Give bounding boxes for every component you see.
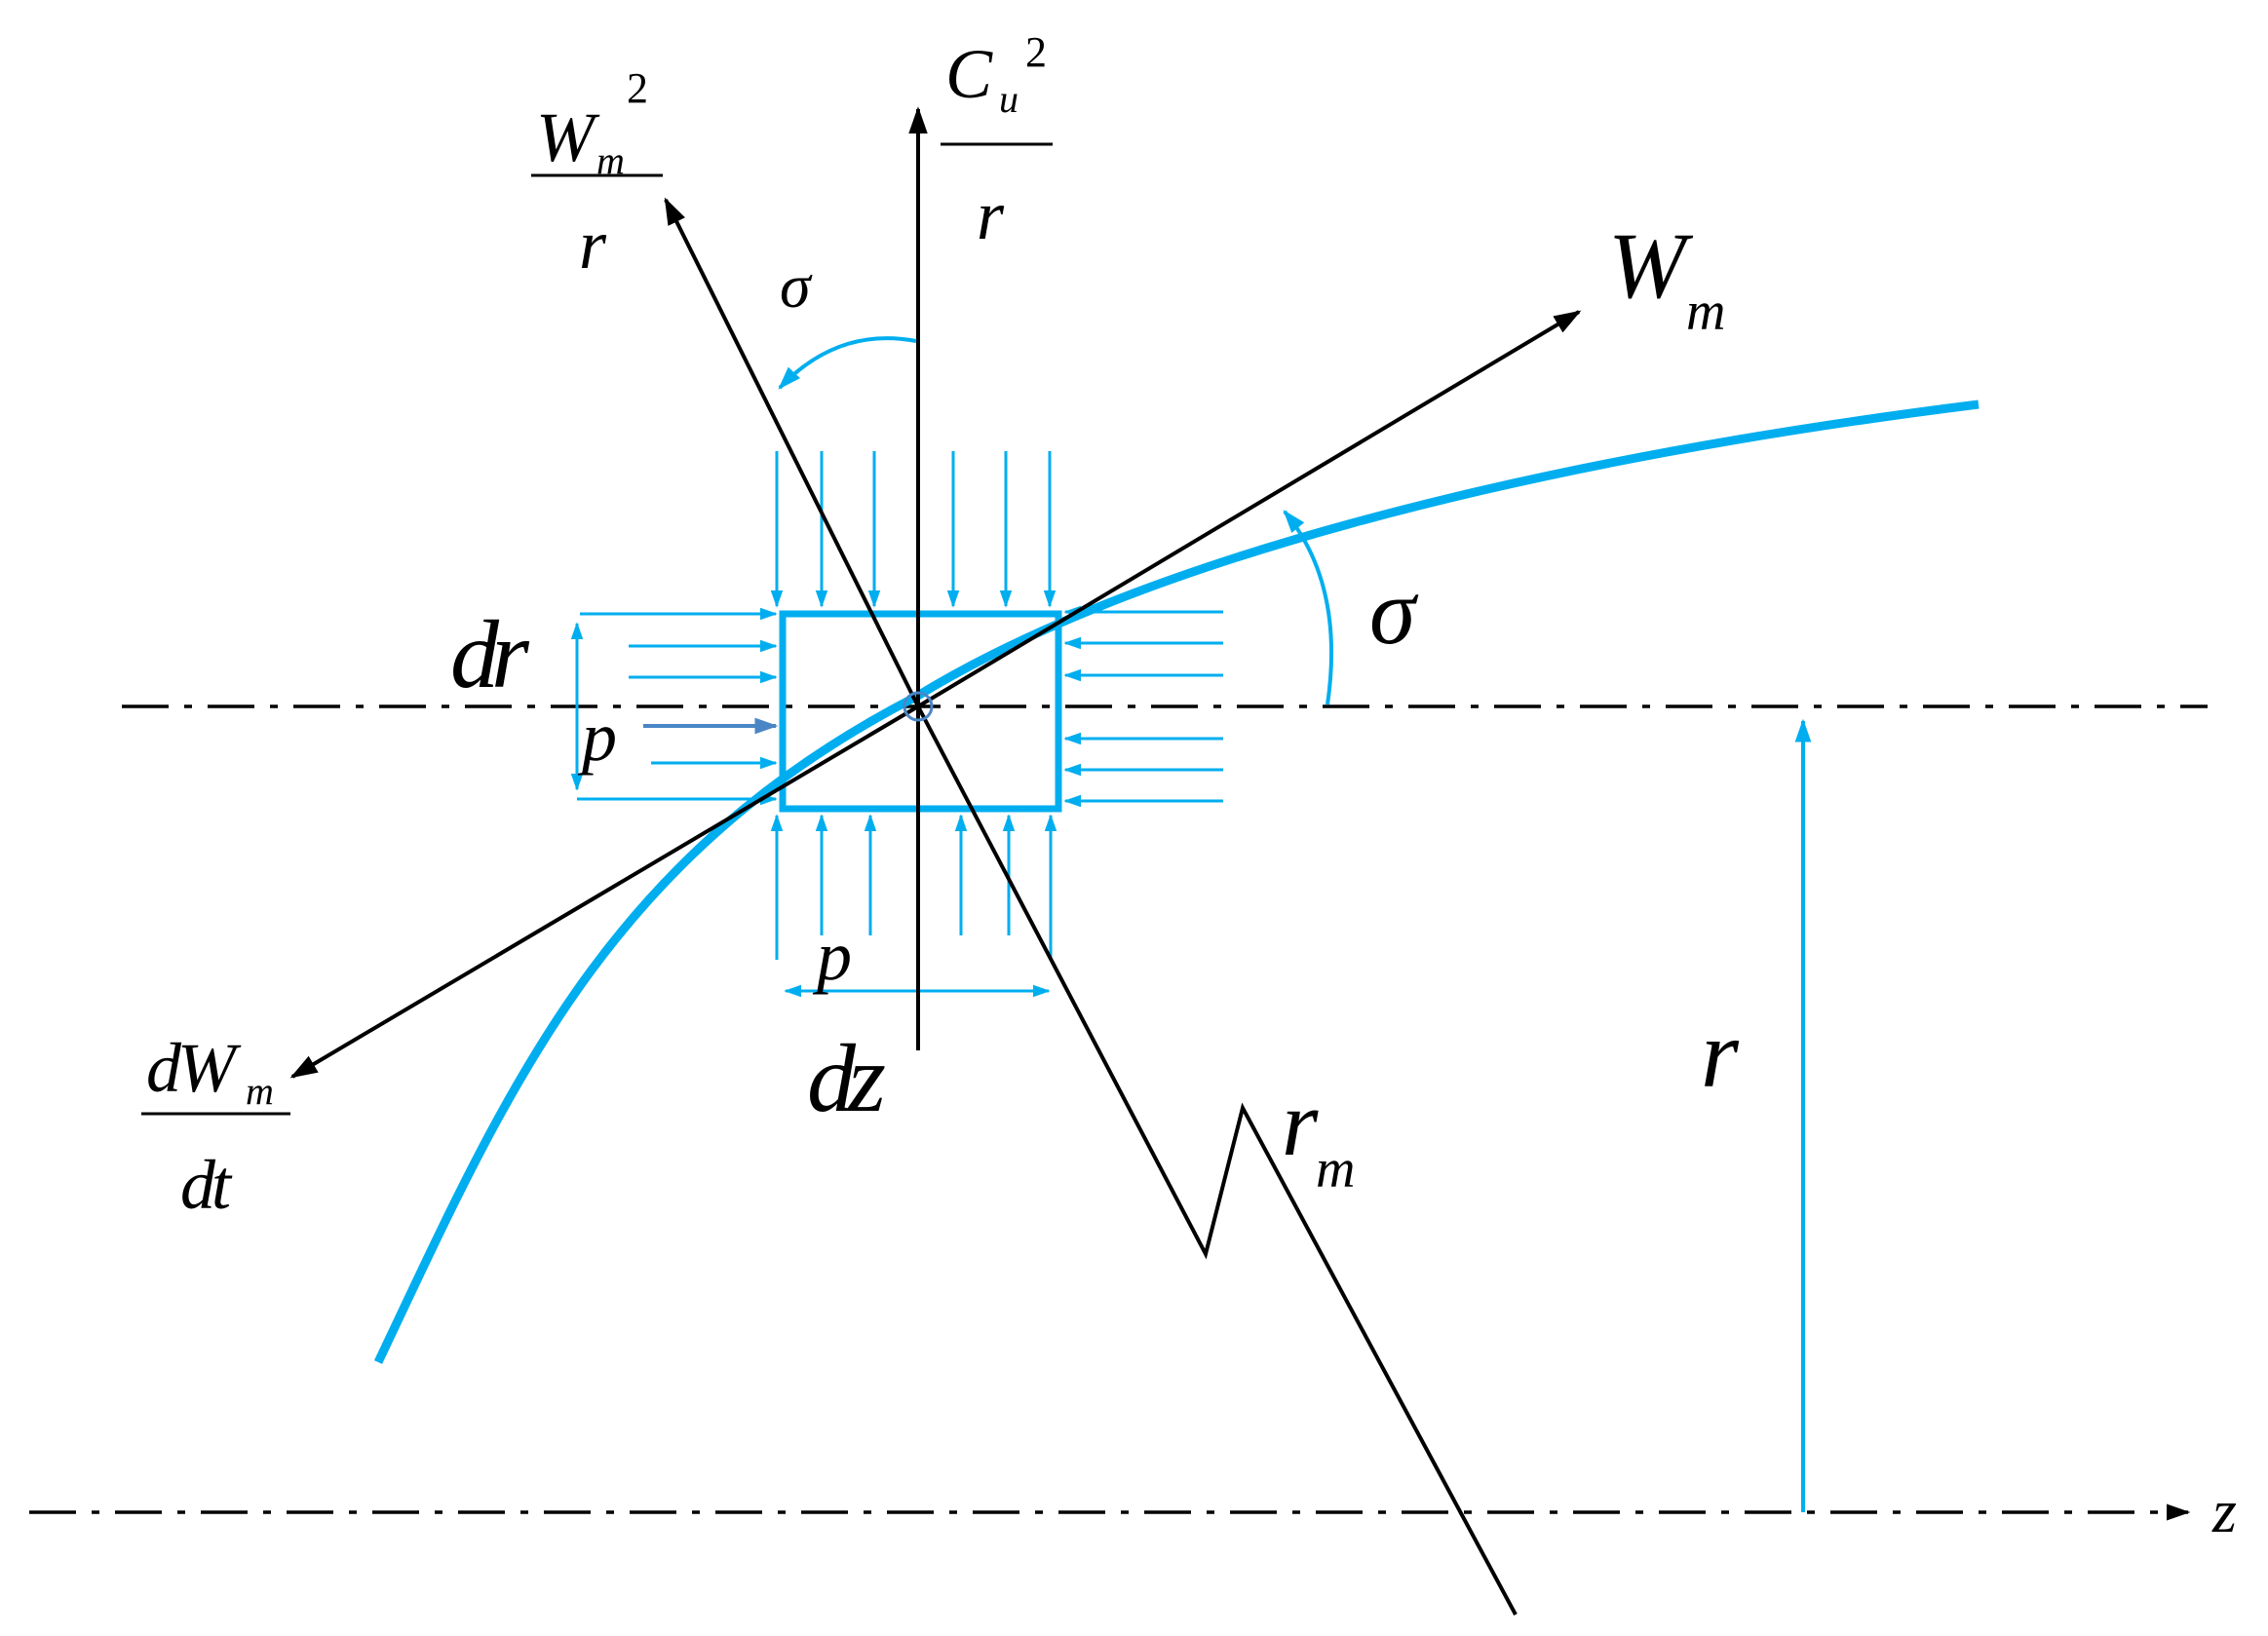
dwm-num-sub: m bbox=[246, 1069, 274, 1113]
label-cu2-over-r: C u 2 r bbox=[941, 28, 1053, 254]
cu2-den: r bbox=[977, 176, 1005, 254]
cu2-num-main: C bbox=[945, 35, 993, 113]
curvature-radius-rm bbox=[916, 705, 1518, 1616]
label-sigma-top: σ bbox=[780, 251, 813, 321]
label-z: z bbox=[2211, 1476, 2237, 1545]
dwm-over-dt-axis bbox=[289, 704, 920, 1079]
right-pressure-arrows bbox=[1063, 605, 1223, 808]
label-dz: dz bbox=[807, 1024, 885, 1132]
label-sigma-right: σ bbox=[1369, 559, 1419, 664]
cu2-num-sup: 2 bbox=[1025, 28, 1047, 76]
label-dwm-over-dt: dW m dt bbox=[141, 1029, 290, 1224]
label-p-bottom: p bbox=[812, 917, 852, 995]
label-wm2-over-r: W m 2 r bbox=[531, 64, 663, 284]
wm-sub: m bbox=[1686, 282, 1725, 342]
dwm-den: dt bbox=[180, 1146, 233, 1224]
label-rm: r m bbox=[1282, 1071, 1355, 1199]
fluid-element bbox=[779, 610, 1062, 813]
bottom-pressure-arrows bbox=[770, 814, 1057, 960]
wm2-over-r-axis bbox=[664, 197, 920, 707]
streamline-curve bbox=[373, 399, 1980, 1364]
center-point-marker bbox=[903, 691, 934, 722]
left-pressure-arrows bbox=[577, 607, 778, 806]
label-p-left: p bbox=[577, 698, 617, 776]
rm-main: r bbox=[1282, 1071, 1319, 1175]
label-dr: dr bbox=[450, 600, 530, 708]
cu2-num-sub: u bbox=[999, 77, 1019, 121]
sigma-arc-top bbox=[778, 336, 917, 390]
wm2-num-sup: 2 bbox=[627, 64, 648, 112]
wm2-den: r bbox=[579, 206, 607, 284]
wm-axis bbox=[916, 310, 1582, 708]
top-pressure-arrows bbox=[770, 451, 1057, 608]
label-wm: W m bbox=[1608, 213, 1725, 342]
sigma-arc-right bbox=[1283, 510, 1333, 705]
label-r: r bbox=[1701, 1000, 1740, 1108]
wm-main: W bbox=[1608, 213, 1694, 318]
wm2-num-main: W bbox=[536, 98, 600, 176]
dwm-num-main: dW bbox=[146, 1029, 242, 1107]
rm-sub: m bbox=[1316, 1139, 1355, 1199]
